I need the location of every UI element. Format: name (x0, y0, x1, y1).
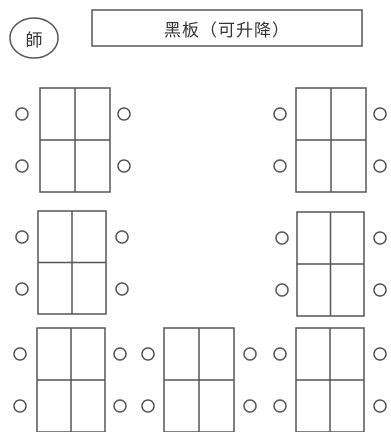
seat-chair (15, 230, 29, 244)
teacher-label: 師 (25, 30, 43, 51)
desk-group-center-row-3 (141, 327, 257, 432)
seat-chair (117, 159, 131, 173)
seat-chair (373, 231, 387, 245)
desk-group-right-row-2 (275, 211, 387, 317)
seat-chair (273, 107, 287, 121)
seat-chair (273, 399, 287, 413)
seat-chair (15, 282, 29, 296)
seat-chair (373, 399, 387, 413)
blackboard-rect (91, 9, 363, 47)
seat-chair (117, 107, 131, 121)
desk-group-left-row-1 (15, 87, 131, 193)
seat-chair (13, 399, 27, 413)
desk-group-left-row-2 (15, 210, 129, 315)
seat-chair (243, 347, 257, 361)
seat-chair (15, 107, 29, 121)
seat-chair (373, 347, 387, 361)
seat-chair (15, 159, 29, 173)
seat-chair (273, 159, 287, 173)
seat-chair (13, 347, 27, 361)
seat-chair (115, 282, 129, 296)
seat-chair (113, 347, 127, 361)
teacher-circle (9, 17, 59, 59)
desk-group-right-row-1 (273, 87, 387, 193)
seat-chair (273, 347, 287, 361)
seat-chair (243, 399, 257, 413)
seat-chair (373, 283, 387, 297)
seat-chair (141, 347, 155, 361)
seat-chair (113, 399, 127, 413)
seat-chair (275, 231, 289, 245)
desk-groups (13, 87, 387, 432)
seat-chair (373, 107, 387, 121)
seat-chair (373, 159, 387, 173)
seat-chair (275, 283, 289, 297)
blackboard-label: 黑板（可升降） (164, 20, 290, 41)
seat-chair (141, 399, 155, 413)
desk-group-left-row-3 (13, 327, 127, 432)
seat-chair (115, 230, 129, 244)
desk-group-right-row-3 (273, 327, 387, 432)
